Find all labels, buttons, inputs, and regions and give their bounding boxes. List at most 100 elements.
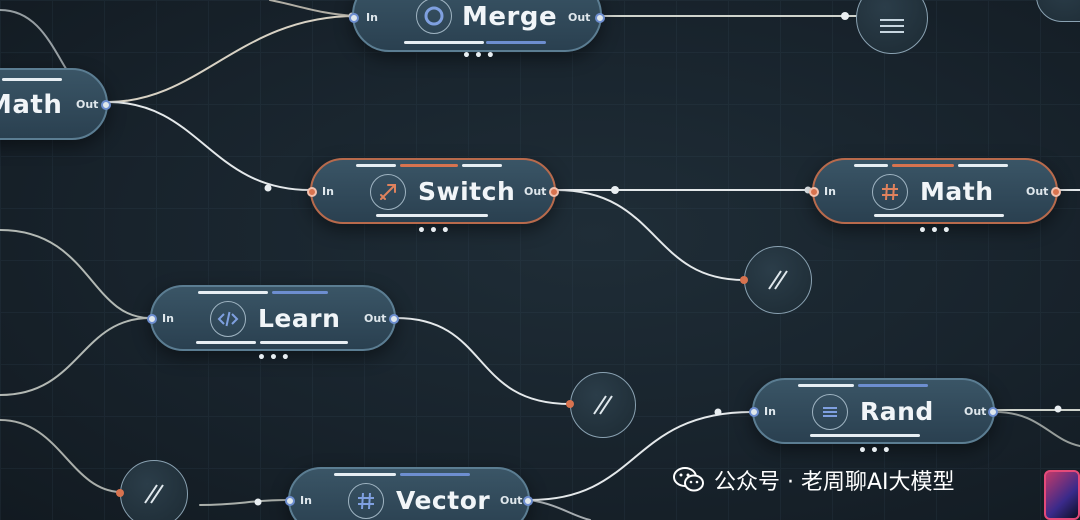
node-title: Math (0, 90, 63, 120)
output-port-label: Out (364, 312, 387, 325)
node-accent-bar (400, 473, 470, 476)
reroute-node[interactable] (570, 372, 636, 438)
learn-node[interactable]: In Learn Out (147, 285, 399, 351)
output-port-label: Out (568, 11, 591, 24)
wire-joint (611, 186, 619, 194)
wire-joint (841, 12, 849, 20)
wire (107, 101, 311, 191)
input-pin[interactable] (809, 187, 819, 197)
output-pin[interactable] (389, 314, 399, 324)
output-port-label: Out (1026, 185, 1049, 198)
output-pin[interactable] (988, 407, 998, 417)
output-port-label: Out (524, 185, 547, 198)
output-pin[interactable] (1051, 187, 1061, 197)
wire-joint (264, 184, 272, 192)
wire-joint (714, 408, 722, 416)
input-port-label: In (366, 11, 378, 24)
vector-node[interactable]: In Vector Out (285, 467, 533, 520)
node-accent-bar (854, 164, 888, 167)
lines-icon (823, 407, 837, 417)
node-accent-bar (400, 164, 458, 167)
output-pin[interactable] (101, 100, 111, 110)
node-title: Rand (860, 397, 934, 426)
node-accent-bar (958, 164, 1008, 167)
wechat-icon (673, 467, 704, 492)
reroute-input-pin[interactable] (116, 489, 124, 497)
node-accent-bar (260, 341, 348, 344)
node-accent-bar (810, 434, 920, 437)
wire (0, 229, 151, 319)
input-pin[interactable] (749, 407, 759, 417)
node-title: Math (920, 177, 994, 206)
icon-ring (210, 301, 246, 337)
node-accent-bar (892, 164, 954, 167)
merge-node[interactable]: In Merge Out (349, 0, 605, 52)
reroute-node[interactable] (120, 460, 188, 520)
node-title: Switch (418, 177, 516, 206)
watermark-text: 公众号 · 老周聊AI大模型 (714, 470, 955, 495)
wire (555, 189, 745, 281)
slash-icon (144, 484, 164, 504)
icon-ring (812, 394, 848, 430)
wire (994, 411, 1080, 447)
switch-arrow-icon (380, 184, 396, 200)
icon-ring (348, 483, 384, 519)
wire (529, 499, 591, 520)
node-accent-bar (2, 78, 62, 81)
node-more-menu[interactable]: ••• (918, 223, 954, 239)
math-node-right[interactable]: In Math Out (809, 158, 1061, 224)
node-more-menu[interactable]: ••• (417, 223, 453, 239)
node-more-menu[interactable]: ••• (257, 350, 293, 366)
wire (395, 317, 571, 405)
input-port-label: In (300, 494, 312, 507)
wire (269, 0, 357, 17)
node-accent-bar (272, 291, 328, 294)
node-title: Vector (396, 486, 491, 515)
node-accent-bar (404, 41, 484, 44)
output-port-label: Out (964, 405, 987, 418)
wire (529, 411, 753, 501)
input-pin[interactable] (307, 187, 317, 197)
reroute-input-pin[interactable] (566, 400, 574, 408)
node-accent-bar (196, 341, 256, 344)
wire (107, 15, 357, 103)
lines-icon (880, 19, 904, 33)
wire (0, 317, 151, 396)
hash-icon (882, 183, 898, 201)
node-accent-bar (858, 384, 928, 387)
node-more-menu[interactable]: ••• (462, 48, 498, 64)
node-accent-bar (356, 164, 396, 167)
reroute-input-pin[interactable] (740, 276, 748, 284)
wire (199, 499, 289, 506)
switch-node[interactable]: In Switch Out (307, 158, 559, 224)
output-pin[interactable] (549, 187, 559, 197)
icon-ring (872, 174, 908, 210)
rand-node[interactable]: In Rand Out (749, 378, 998, 444)
node-accent-bar (462, 164, 502, 167)
math-node-left[interactable]: Math Out (0, 68, 111, 140)
reroute-node[interactable] (744, 246, 812, 314)
wire-joint (254, 498, 262, 506)
input-port-label: In (162, 312, 174, 325)
input-pin[interactable] (147, 314, 157, 324)
code-icon (217, 311, 239, 327)
node-accent-bar (486, 41, 546, 44)
node-accent-bar (334, 473, 396, 476)
input-pin[interactable] (285, 496, 295, 506)
watermark: 公众号 · 老周聊AI大模型 (672, 460, 955, 500)
node-accent-bar (376, 214, 488, 217)
input-port-label: In (824, 185, 836, 198)
output-pin[interactable] (595, 13, 605, 23)
node-accent-bar (874, 214, 1004, 217)
node-accent-bar (198, 291, 268, 294)
node-more-menu[interactable]: ••• (858, 443, 894, 459)
hash-icon (358, 492, 374, 510)
avatar-thumbnail (1044, 470, 1080, 520)
input-pin[interactable] (349, 13, 359, 23)
icon-ring (416, 0, 452, 34)
wire (0, 419, 121, 493)
node-title: Merge (462, 2, 558, 32)
output-pin[interactable] (523, 496, 533, 506)
